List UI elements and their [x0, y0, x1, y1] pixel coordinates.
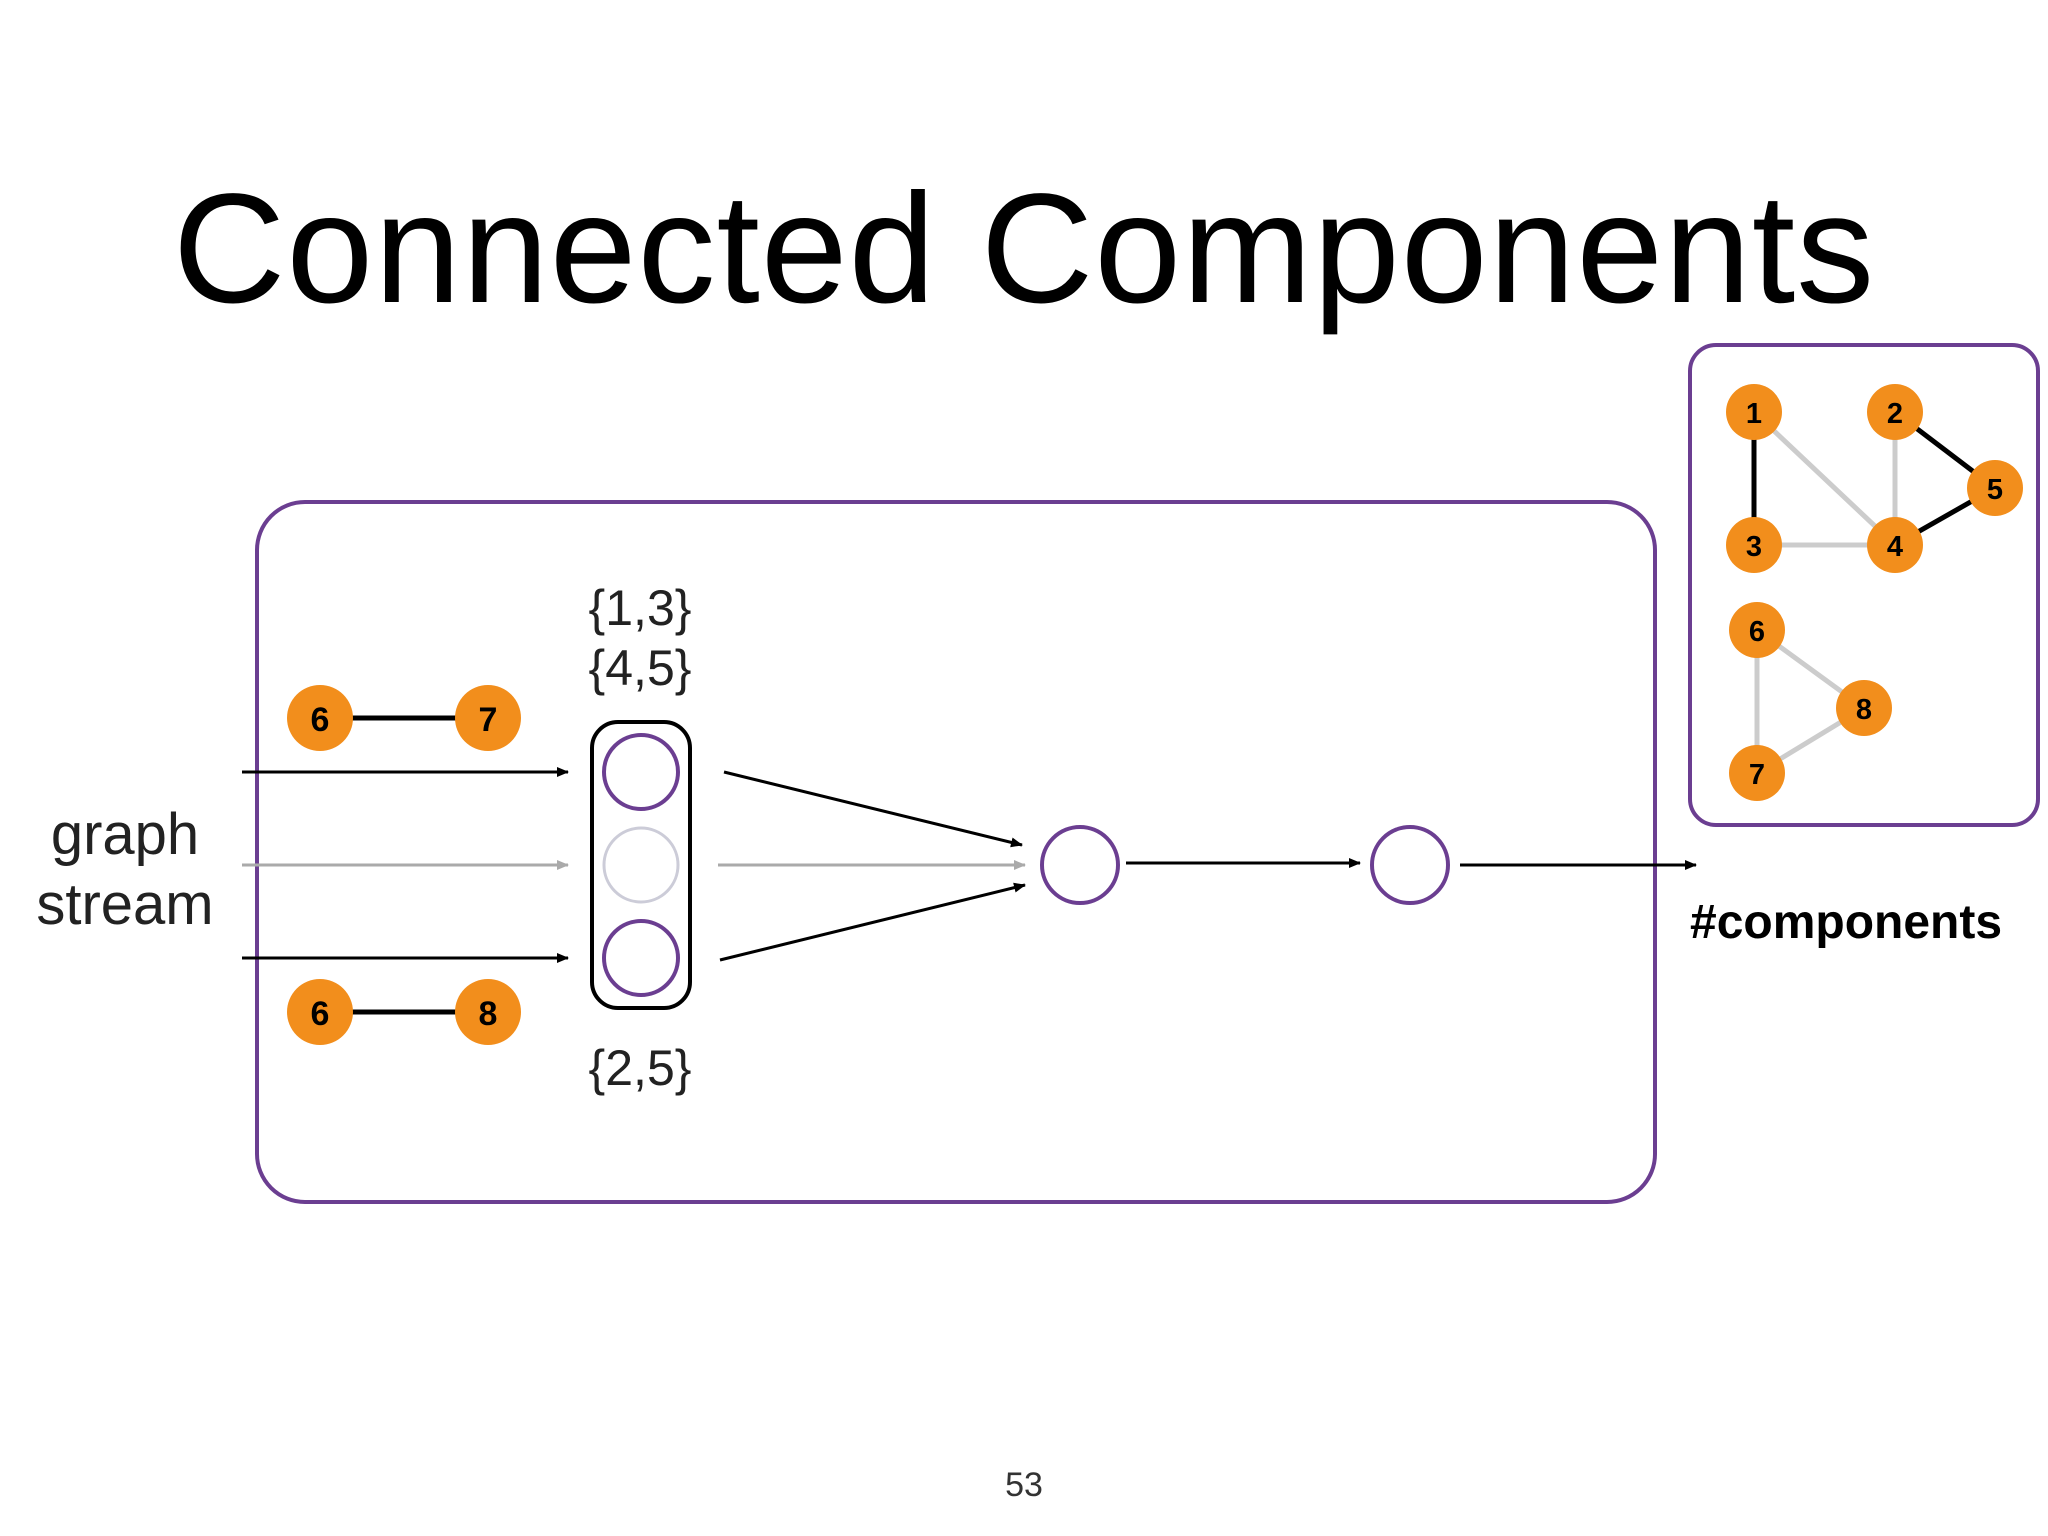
- result-node-8: 8: [1836, 680, 1892, 736]
- node-label: 7: [479, 701, 498, 739]
- stream-label-line1: graph: [50, 802, 200, 867]
- graph-stream-label: graph stream: [30, 800, 220, 940]
- result-node-2: 2: [1867, 384, 1923, 440]
- node-label: 3: [1746, 531, 1762, 563]
- merge-operator: [1040, 825, 1120, 905]
- stream-node-6a: 6: [287, 685, 353, 751]
- node-label: 5: [1987, 474, 2003, 506]
- set-1-3: {1,3}: [588, 580, 692, 636]
- result-graph-container: [1688, 343, 2040, 827]
- partition-set-top: {1,3} {4,5}: [560, 578, 720, 698]
- node-label: 1: [1746, 398, 1762, 430]
- result-node-6: 6: [1729, 602, 1785, 658]
- stream-label-line2: stream: [36, 872, 214, 937]
- result-node-5: 5: [1967, 460, 2023, 516]
- operator-instance-1: [602, 733, 680, 811]
- merge-arrow-bottom: [719, 882, 1026, 962]
- stream-node-7: 7: [455, 685, 521, 751]
- stream-node-8: 8: [455, 979, 521, 1045]
- operator-instance-3: [602, 919, 680, 997]
- count-operator: [1370, 825, 1450, 905]
- node-label: 7: [1749, 759, 1765, 791]
- merge-arrow-top: [723, 770, 1023, 848]
- page-number: 53: [1005, 1466, 1043, 1504]
- node-label: 6: [311, 995, 330, 1033]
- result-edge-1-4: [1752, 410, 1897, 547]
- parallel-operator-group: [590, 720, 692, 1010]
- node-label: 4: [1887, 531, 1903, 563]
- set-4-5: {4,5}: [588, 640, 692, 696]
- operator-instance-2: [602, 826, 680, 904]
- components-output-label: #components: [1690, 896, 2003, 949]
- stream-node-6b: 6: [287, 979, 353, 1045]
- result-node-3: 3: [1726, 517, 1782, 573]
- node-label: 8: [1856, 694, 1872, 726]
- node-label: 6: [1749, 616, 1765, 648]
- node-label: 6: [311, 701, 330, 739]
- result-node-1: 1: [1726, 384, 1782, 440]
- result-node-4: 4: [1867, 517, 1923, 573]
- pipeline-container: [255, 500, 1657, 1204]
- slide-title: Connected Components: [172, 162, 1876, 336]
- partition-set-bottom: {2,5}: [588, 1040, 692, 1096]
- node-label: 2: [1887, 398, 1903, 430]
- node-label: 8: [479, 995, 498, 1033]
- result-node-7: 7: [1729, 745, 1785, 801]
